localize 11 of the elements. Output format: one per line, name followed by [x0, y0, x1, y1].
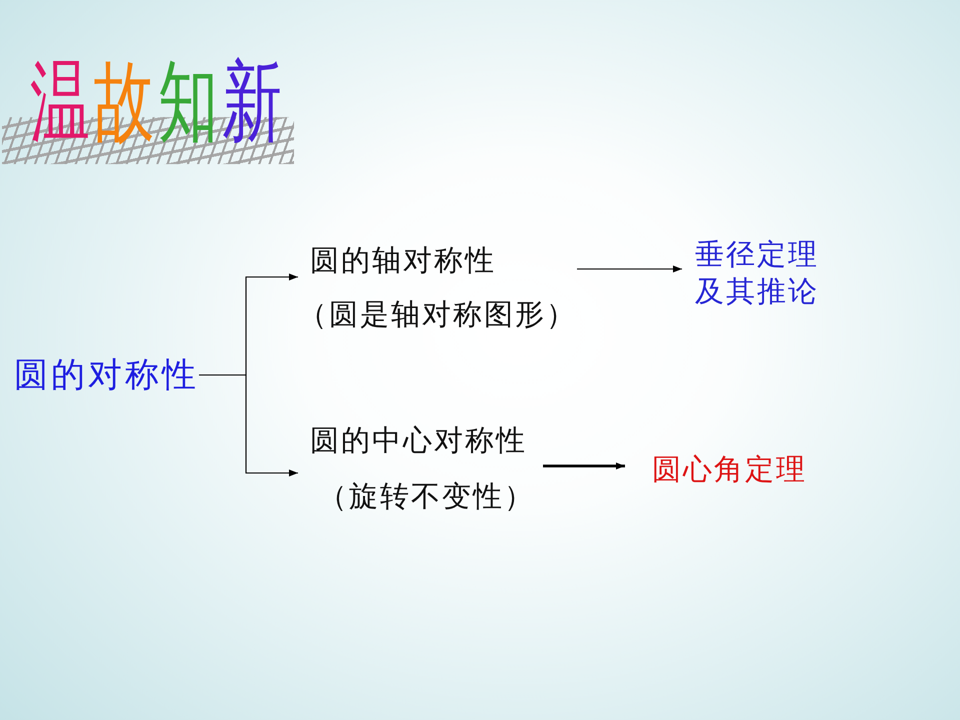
- branch-heading: 圆的中心对称性: [310, 422, 527, 459]
- theorem-label: 垂径定理及其推论: [695, 236, 820, 310]
- arrow: [577, 266, 682, 272]
- branch-heading: 圆的轴对称性: [310, 242, 496, 279]
- theorem-label: 圆心角定理: [652, 451, 807, 488]
- topic-label: 圆的对称性: [14, 354, 199, 397]
- branch-arrow: [199, 374, 298, 476]
- branch-note: （圆是轴对称图形）: [298, 296, 577, 333]
- branch-note: （旋转不变性）: [318, 478, 535, 515]
- title: 温故知新: [2, 58, 294, 165]
- arrow: [543, 462, 625, 470]
